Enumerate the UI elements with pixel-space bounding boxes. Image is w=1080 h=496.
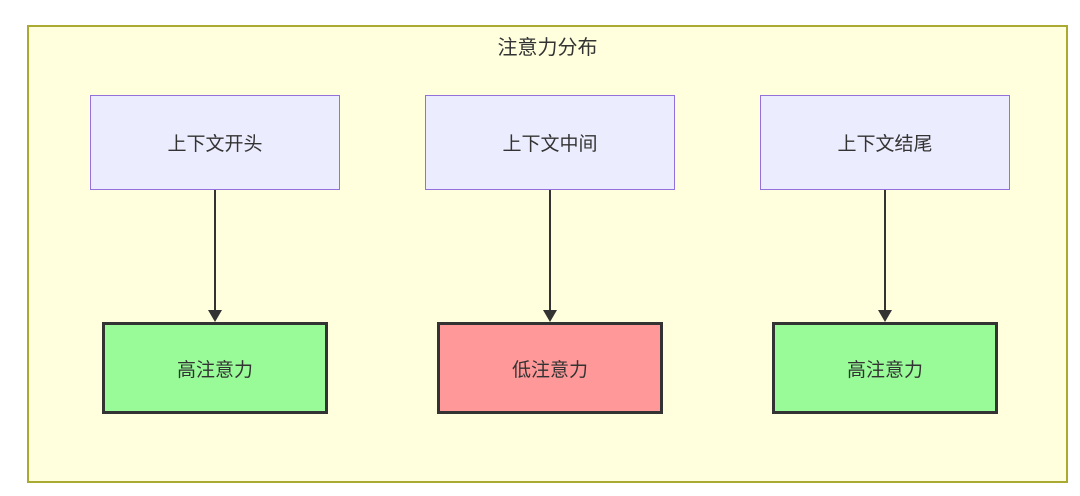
edge-line (884, 190, 886, 310)
arrow-head-icon (208, 310, 222, 322)
source-node-context-start: 上下文开头 (90, 95, 340, 190)
result-node-low-attention: 低注意力 (437, 322, 663, 414)
result-node-high-attention-right: 高注意力 (772, 322, 998, 414)
result-node-high-attention-left: 高注意力 (102, 322, 328, 414)
edge-arrow (878, 190, 892, 322)
source-node-label: 上下文开头 (167, 134, 263, 155)
source-node-context-middle: 上下文中间 (425, 95, 675, 190)
edge-line (549, 190, 551, 310)
source-node-label: 上下文中间 (502, 134, 598, 155)
edge-arrow (208, 190, 222, 322)
source-node-label: 上下文结尾 (837, 134, 933, 155)
edge-line (214, 190, 216, 310)
result-node-label: 低注意力 (511, 359, 588, 381)
diagram-column-context-middle: 上下文中间 低注意力 (425, 95, 675, 414)
edge-arrow (543, 190, 557, 322)
source-node-context-end: 上下文结尾 (760, 95, 1010, 190)
result-node-label: 高注意力 (176, 359, 253, 381)
attention-distribution-cluster: 注意力分布 上下文开头 高注意力 上下文中间 低注意力 (27, 25, 1068, 483)
diagram-column-context-end: 上下文结尾 高注意力 (760, 95, 1010, 414)
diagram-title: 注意力分布 (497, 37, 598, 59)
result-node-label: 高注意力 (846, 359, 923, 381)
arrow-head-icon (543, 310, 557, 322)
arrow-head-icon (878, 310, 892, 322)
diagram-column-context-start: 上下文开头 高注意力 (90, 95, 340, 414)
